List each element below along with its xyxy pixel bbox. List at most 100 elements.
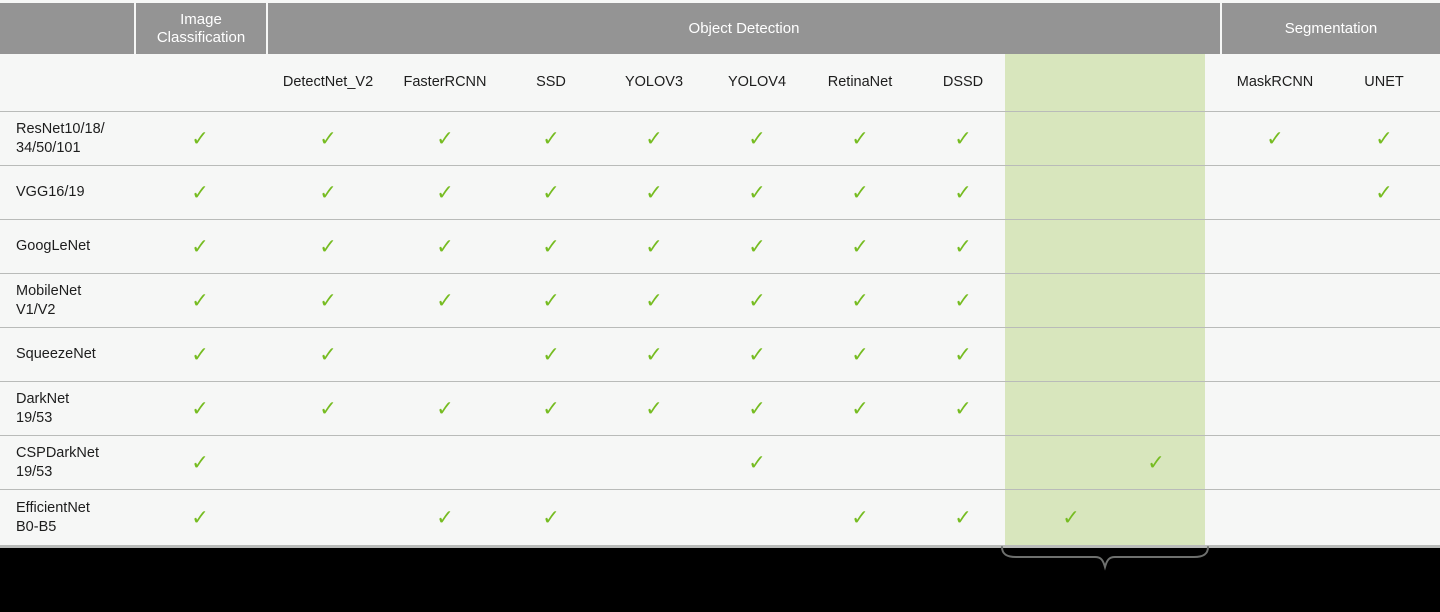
check-icon: ✓ (851, 342, 869, 366)
check-icon: ✓ (542, 126, 560, 150)
check-icon: ✓ (954, 505, 972, 529)
check-icon: ✓ (851, 288, 869, 312)
check-icon: ✓ (748, 396, 766, 420)
check-icon: ✓ (748, 234, 766, 258)
row-separator (0, 219, 1440, 220)
row-separator (0, 327, 1440, 328)
column-header-yolov3: YOLOV3 (624, 73, 684, 90)
check-icon: ✓ (748, 450, 766, 474)
row-label: DarkNet 19/53 (16, 390, 70, 426)
row-label: SqueezeNet (16, 345, 96, 362)
check-icon: ✓ (542, 505, 560, 529)
table-row: DarkNet 19/53 ✓ ✓ ✓ ✓ ✓ ✓ ✓ ✓ (0, 382, 1440, 435)
highlight-column-band (1005, 54, 1205, 545)
check-icon: ✓ (191, 505, 209, 529)
table-row: MobileNet V1/V2✓✓✓✓✓✓✓✓ (0, 274, 1440, 327)
check-icon: ✓ (436, 126, 454, 150)
row-label: MobileNet V1/V2 (16, 282, 82, 318)
row-separator (0, 489, 1440, 490)
row-separator (0, 435, 1440, 436)
check-icon: ✓ (1147, 450, 1165, 474)
check-icon: ✓ (954, 396, 972, 420)
check-icon: ✓ (1266, 126, 1284, 150)
check-icon: ✓ (542, 234, 560, 258)
check-icon: ✓ (1375, 180, 1393, 204)
row-separator (0, 111, 1440, 112)
check-icon: ✓ (851, 180, 869, 204)
table-row: EfficientNet B0-B5 ✓ ✓ ✓ ✓ ✓ ✓ (0, 490, 1440, 545)
check-icon: ✓ (542, 180, 560, 204)
check-icon: ✓ (1062, 505, 1080, 529)
check-icon: ✓ (436, 234, 454, 258)
check-icon: ✓ (191, 180, 209, 204)
check-icon: ✓ (954, 342, 972, 366)
check-icon: ✓ (645, 288, 663, 312)
check-icon: ✓ (748, 126, 766, 150)
check-icon: ✓ (851, 126, 869, 150)
check-icon: ✓ (436, 505, 454, 529)
check-icon: ✓ (191, 396, 209, 420)
highlight-brace-icon (1000, 546, 1210, 572)
group-header-blank (0, 3, 134, 54)
check-icon: ✓ (954, 234, 972, 258)
check-icon: ✓ (542, 342, 560, 366)
check-icon: ✓ (748, 342, 766, 366)
check-icon: ✓ (319, 180, 337, 204)
check-icon: ✓ (542, 288, 560, 312)
check-icon: ✓ (851, 234, 869, 258)
group-header-segmentation: Segmentation (1222, 3, 1440, 54)
check-icon: ✓ (191, 234, 209, 258)
row-label: EfficientNet B0-B5 (16, 499, 90, 535)
check-icon: ✓ (191, 288, 209, 312)
check-icon: ✓ (436, 288, 454, 312)
check-icon: ✓ (1375, 126, 1393, 150)
check-icon: ✓ (542, 396, 560, 420)
row-label: CSPDarkNet 19/53 (16, 444, 99, 480)
row-label: GoogLeNet (16, 237, 91, 254)
check-icon: ✓ (851, 396, 869, 420)
column-header-retinanet: RetinaNet (827, 73, 893, 90)
table-row: ResNet10/18/ 34/50/101 ✓ ✓ ✓ ✓ ✓ ✓ ✓ ✓ ✓ ✓ (0, 112, 1440, 165)
column-header-dssd: DSSD (942, 73, 984, 90)
row-label: ResNet10/18/ 34/50/101 (16, 120, 105, 156)
table-row: CSPDarkNet 19/53 ✓ ✓ ✓ (0, 436, 1440, 489)
column-header-maskrcnn: MaskRCNN (1236, 73, 1314, 90)
group-header-object-detection: Object Detection (268, 3, 1220, 54)
check-icon: ✓ (645, 126, 663, 150)
column-header-yolov4: YOLOV4 (727, 73, 787, 90)
column-header-ssd: SSD (536, 73, 566, 90)
check-icon: ✓ (954, 126, 972, 150)
check-icon: ✓ (319, 342, 337, 366)
check-icon: ✓ (319, 396, 337, 420)
check-icon: ✓ (851, 505, 869, 529)
column-header-detectnet_v2: DetectNet_V2 (282, 73, 374, 90)
check-icon: ✓ (191, 126, 209, 150)
check-icon: ✓ (191, 450, 209, 474)
table-row: SqueezeNet ✓ ✓ ✓ ✓ ✓ ✓ ✓ (0, 328, 1440, 381)
check-icon: ✓ (645, 342, 663, 366)
table-row: GoogLeNet ✓ ✓ ✓ ✓ ✓ ✓ ✓ ✓ (0, 220, 1440, 273)
check-icon: ✓ (748, 180, 766, 204)
check-icon: ✓ (319, 288, 337, 312)
row-separator (0, 381, 1440, 382)
check-icon: ✓ (319, 234, 337, 258)
group-header-image-classification: Image Classification (136, 3, 266, 54)
check-icon: ✓ (954, 180, 972, 204)
table-row: VGG16/19 ✓ ✓ ✓ ✓ ✓ ✓ ✓ ✓ ✓ (0, 166, 1440, 219)
row-label: VGG16/19 (16, 183, 85, 200)
check-icon: ✓ (645, 396, 663, 420)
column-header-unet: UNET (1364, 73, 1404, 90)
check-icon: ✓ (954, 288, 972, 312)
check-icon: ✓ (319, 126, 337, 150)
check-icon: ✓ (436, 396, 454, 420)
row-separator (0, 273, 1440, 274)
check-icon: ✓ (436, 180, 454, 204)
row-separator (0, 165, 1440, 166)
check-icon: ✓ (645, 234, 663, 258)
check-icon: ✓ (645, 180, 663, 204)
check-icon: ✓ (191, 342, 209, 366)
